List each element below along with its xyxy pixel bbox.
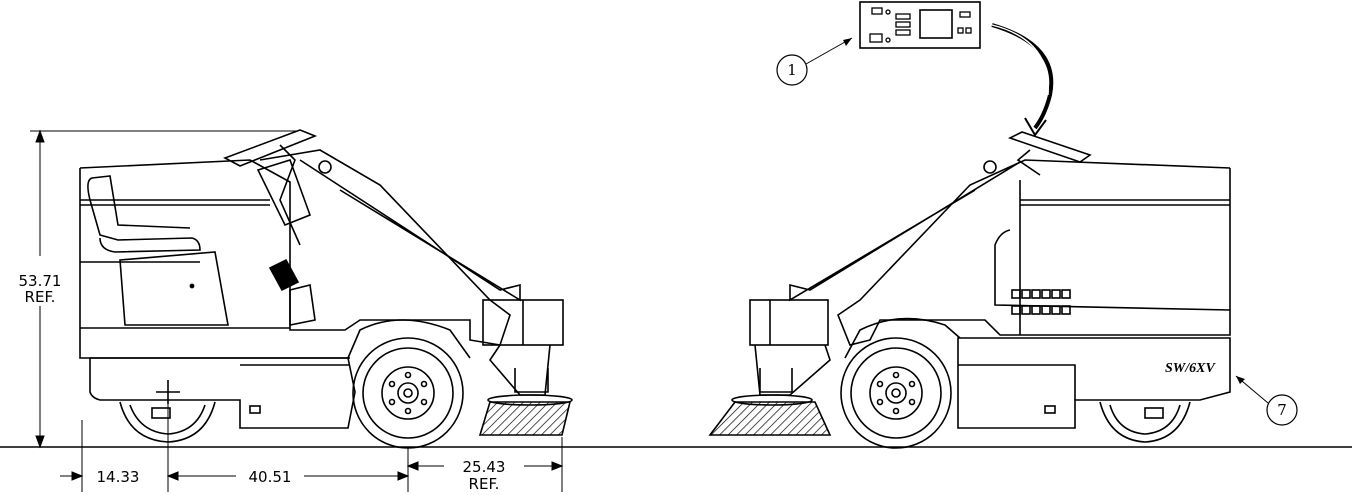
height-dimension xyxy=(30,129,298,449)
left-steering-wheel xyxy=(223,129,318,167)
control-panel-detail xyxy=(859,1,981,49)
height-value: 53.71 xyxy=(19,272,62,290)
right-steering-wheel xyxy=(1007,131,1092,163)
callout-7-bubble xyxy=(1266,394,1298,426)
length-dimensions xyxy=(60,404,564,492)
left-side-broom xyxy=(478,401,572,436)
right-rear-wheel xyxy=(1099,401,1191,443)
left-upper-body xyxy=(79,149,511,346)
model-label: SW/6XV xyxy=(1165,361,1216,376)
left-lower-chassis xyxy=(89,357,356,429)
right-front-wheel xyxy=(840,337,952,449)
right-lower-chassis xyxy=(957,337,1231,429)
left-front-wheel xyxy=(352,337,464,449)
front-overhang-ref: REF. xyxy=(469,475,500,493)
front-overhang-value: 25.43 xyxy=(463,458,506,476)
right-upper-body xyxy=(837,159,1231,346)
height-ref: REF. xyxy=(25,288,56,306)
rear-overhang-value: 14.33 xyxy=(97,468,140,486)
right-grill xyxy=(1011,289,1071,315)
right-side-broom xyxy=(708,401,832,436)
right-broom-housing xyxy=(749,299,829,346)
left-sweeper-view xyxy=(79,129,573,449)
left-seat xyxy=(87,175,201,253)
callout-1-bubble xyxy=(776,54,808,86)
right-sweeper-view xyxy=(708,131,1231,449)
panel-curved-arrow xyxy=(991,23,1054,130)
callout-7-label: 7 xyxy=(1277,401,1287,419)
wheelbase-value: 40.51 xyxy=(249,468,292,486)
callout-1-label: 1 xyxy=(787,61,797,79)
